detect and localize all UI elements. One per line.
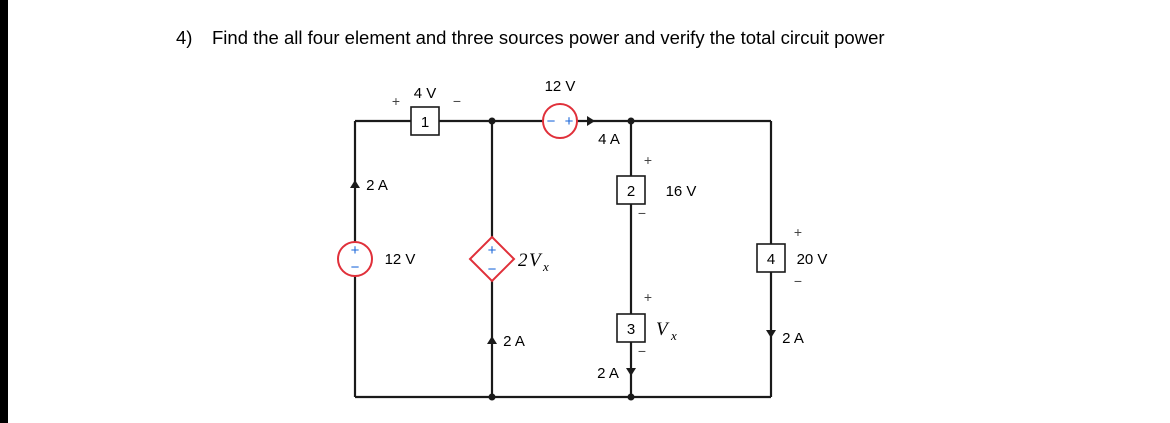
element-2-box <box>616 175 646 205</box>
current-left-label: 2 A <box>366 177 388 194</box>
element-4-voltage: 20 V <box>797 251 828 268</box>
source-dependent-var: V <box>529 250 543 271</box>
node-top-center <box>627 117 635 125</box>
current-top-arrow <box>587 116 595 126</box>
element-4-plus: + <box>794 224 802 240</box>
window-edge <box>0 0 8 423</box>
current-middle-arrow <box>626 368 636 376</box>
source-dependent-coef: 2 <box>518 250 528 271</box>
source-dependent-diamond <box>468 235 516 283</box>
current-dependent-label: 2 A <box>503 333 525 350</box>
element-1-minus: − <box>453 93 461 109</box>
vx-label-var: V <box>656 319 670 340</box>
source-dependent-plus: + <box>488 242 497 259</box>
element-3-plus: + <box>644 289 652 305</box>
source-dependent: + − 2 V x <box>468 235 549 283</box>
current-top-label: 4 A <box>598 131 620 148</box>
element-3: 3 + − V x <box>616 289 677 359</box>
source-dependent-minus: − <box>488 261 497 278</box>
source-top-circle <box>542 103 578 139</box>
current-dependent-arrow <box>487 336 497 344</box>
element-4-minus: − <box>794 273 802 289</box>
source-top: − + 12 V <box>542 78 578 139</box>
source-top-plus: + <box>565 113 574 130</box>
node-bottom-left <box>488 393 496 401</box>
element-1-plus: + <box>392 93 400 109</box>
node-bottom-center <box>627 393 635 401</box>
element-2-id: 2 <box>627 183 635 200</box>
element-1-id: 1 <box>421 114 429 131</box>
element-2-plus: + <box>644 152 652 168</box>
current-right: 2 A <box>766 330 804 347</box>
element-3-id: 3 <box>627 321 635 338</box>
source-left-minus: − <box>351 259 360 276</box>
source-left-voltage: 12 V <box>385 251 416 268</box>
element-2-voltage: 16 V <box>666 183 697 200</box>
element-4: 4 + − 20 V <box>756 224 828 289</box>
question-body: Find the all four element and three sour… <box>212 27 885 48</box>
question-number: 4) <box>176 27 193 48</box>
source-dependent-sub: x <box>542 259 549 274</box>
element-1-box <box>410 106 440 136</box>
element-2-minus: − <box>638 205 646 221</box>
current-left-arrow <box>350 180 360 188</box>
element-4-id: 4 <box>767 251 775 268</box>
current-right-label: 2 A <box>782 330 804 347</box>
element-1: 1 4 V + − <box>392 85 461 136</box>
current-top: 4 A <box>587 116 620 148</box>
wires <box>353 119 773 399</box>
element-3-box <box>616 313 646 343</box>
current-middle: 2 A <box>597 365 636 382</box>
element-3-minus: − <box>638 343 646 359</box>
vx-label-sub: x <box>670 328 677 343</box>
source-left: + − 12 V <box>337 241 416 277</box>
element-4-box <box>756 243 786 273</box>
element-1-voltage: 4 V <box>414 85 437 102</box>
source-left-plus: + <box>351 242 360 259</box>
current-right-arrow <box>766 330 776 338</box>
current-left: 2 A <box>350 177 388 194</box>
source-top-voltage: 12 V <box>545 78 576 95</box>
element-2: 2 + − 16 V <box>616 152 697 221</box>
source-top-minus: − <box>547 113 556 130</box>
current-middle-label: 2 A <box>597 365 619 382</box>
source-left-circle <box>337 241 373 277</box>
question-text: 4) Find the all four element and three so… <box>176 27 885 49</box>
current-dependent: 2 A <box>487 333 525 350</box>
node-top-left <box>488 117 496 125</box>
